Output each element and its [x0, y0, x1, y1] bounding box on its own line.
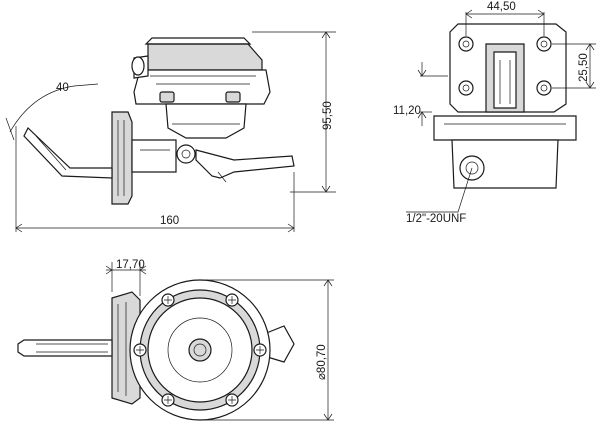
- offset-label: 11,20: [393, 105, 421, 117]
- top-width-label: 44,50: [487, 1, 516, 13]
- body-diameter-label: ⌀80,70: [316, 344, 328, 380]
- thread-callout-label: 1/2"-20UNF: [406, 213, 466, 225]
- side-height-label: 25,50: [578, 53, 590, 82]
- lever-angle-label: 40: [56, 82, 69, 94]
- overall-height-label: 95,50: [322, 101, 334, 130]
- flange-thickness-label: 17,70: [116, 259, 145, 271]
- side-elevation-view: 40 95,50 160: [5, 31, 336, 233]
- plan-view: 17,70 ⌀80,70: [17, 259, 334, 421]
- overall-length-label: 160: [160, 215, 179, 227]
- plan-screws: [133, 293, 267, 407]
- front-view: 44,50 25,50 11,20 1/2"-20UNF: [393, 1, 596, 225]
